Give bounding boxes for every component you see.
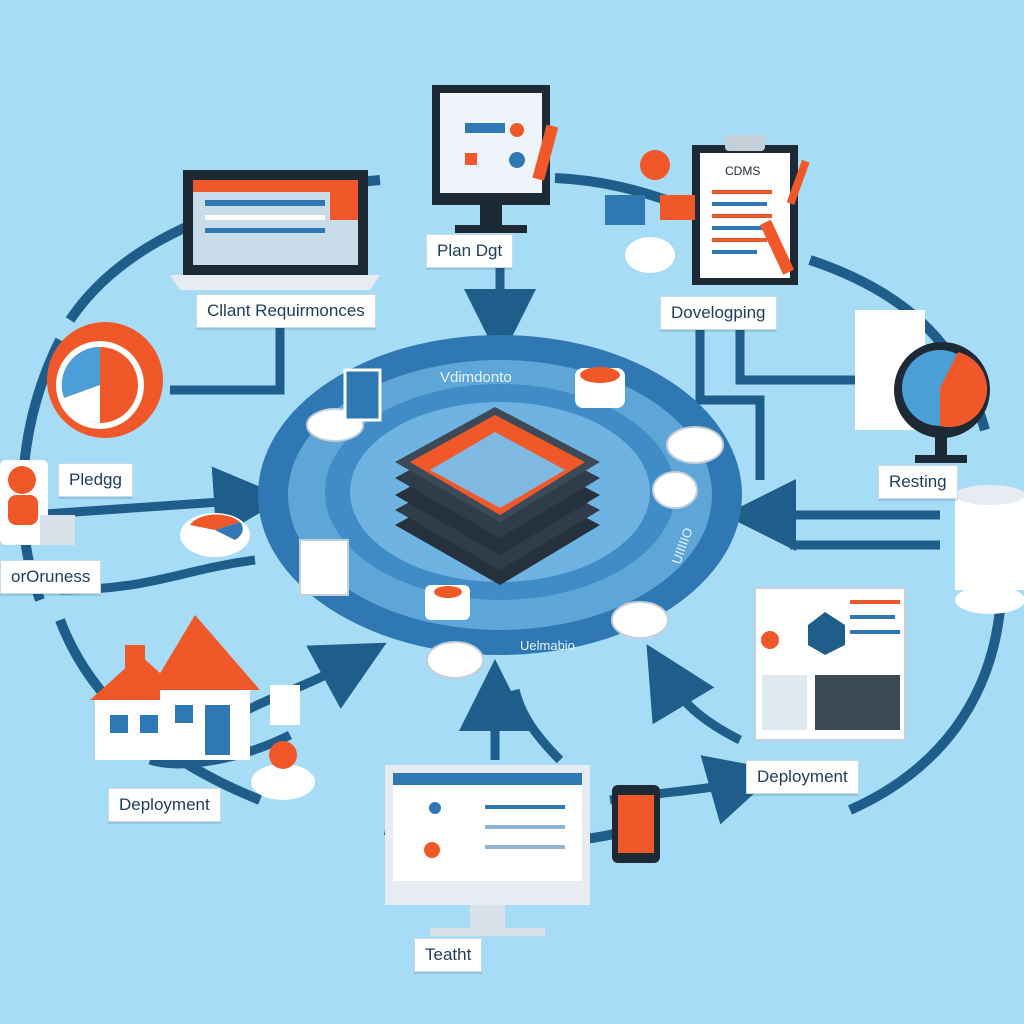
laptop-icon	[170, 170, 380, 290]
label-plan: Plan Dgt	[426, 234, 514, 269]
dashboard-icon	[754, 587, 906, 741]
ring-disc-icons	[299, 367, 724, 679]
small-pie-icon	[180, 513, 250, 557]
label-testht: Teatht	[414, 938, 483, 973]
label-client-requirements: Cllant Requirmonces	[196, 294, 376, 329]
person-icon	[0, 460, 75, 545]
desktop-monitor-icon	[385, 765, 660, 936]
label-pledge: Pledgg	[58, 463, 133, 498]
pie-chart-icon	[47, 322, 163, 438]
clipboard-title: CDMS	[725, 164, 760, 178]
clipboard-icon: CDMS	[605, 135, 810, 285]
monitor-icon	[432, 85, 559, 233]
server-stack-icon	[395, 407, 600, 585]
label-deployment-left: Deployment	[108, 788, 221, 823]
label-progress: orOruness	[0, 560, 102, 595]
label-resting: Resting	[878, 465, 958, 500]
label-developing: Dovelogping	[660, 296, 777, 331]
house-icon	[90, 615, 315, 800]
label-deployment-right: Deployment	[746, 760, 859, 795]
ring-text-top: Vdimdonto	[440, 369, 512, 386]
coin-stack-icon	[955, 485, 1024, 614]
globe-chart-icon	[855, 310, 990, 463]
ring-text-bottom: Uelmabio	[520, 638, 575, 653]
